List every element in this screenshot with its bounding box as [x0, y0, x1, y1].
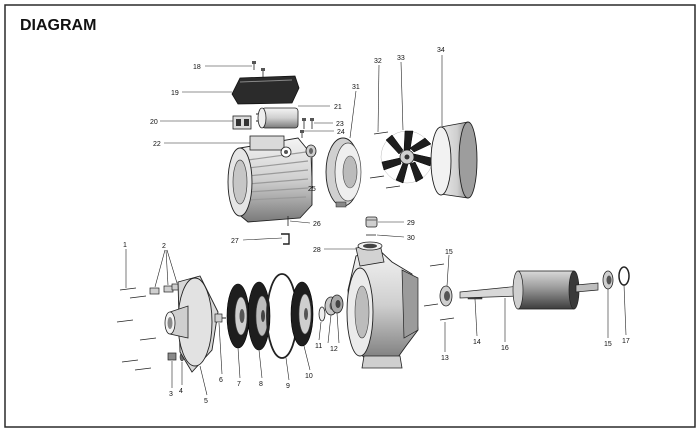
- leader-lines: [125, 55, 627, 396]
- callout-30: 30: [407, 235, 415, 242]
- pump-casing: [346, 241, 419, 369]
- fan-cover: [430, 121, 478, 199]
- callout-27: 27: [231, 238, 239, 245]
- callout-15b: 15: [604, 341, 612, 348]
- callout-15a: 15: [445, 249, 453, 256]
- callout-29: 29: [407, 220, 415, 227]
- rear-end-shield: [325, 137, 362, 208]
- callout-24: 24: [337, 129, 345, 136]
- callout-1: 1: [123, 242, 127, 249]
- terminal-box-screws: [252, 61, 265, 77]
- callout-33: 33: [397, 55, 405, 62]
- mounting-bolts: [116, 287, 157, 371]
- callout-18: 18: [193, 64, 201, 71]
- callout-13: 13: [441, 355, 449, 362]
- motor-housing: [227, 135, 313, 223]
- callout-14: 14: [473, 339, 481, 346]
- diagram-title: DIAGRAM: [20, 17, 96, 34]
- callout-26: 26: [313, 221, 321, 228]
- diffuser-plate: [247, 281, 271, 351]
- callout-25: 25: [308, 186, 316, 193]
- page-border: [4, 4, 696, 428]
- cable-clip: [281, 233, 290, 245]
- rotor-shaft: [459, 270, 599, 310]
- rear-bearing: [602, 270, 614, 290]
- callout-3: 3: [169, 391, 173, 398]
- front-bearing: [439, 285, 453, 307]
- cooling-fan: [380, 130, 434, 184]
- callout-12: 12: [330, 346, 338, 353]
- callout-19: 19: [171, 90, 179, 97]
- callout-6: 6: [219, 377, 223, 384]
- cable-gland: [305, 144, 317, 158]
- callout-8: 8: [259, 381, 263, 388]
- callout-16: 16: [501, 345, 509, 352]
- capacitor: [256, 107, 299, 129]
- capacitor-screws: [300, 118, 314, 138]
- callout-9: 9: [286, 383, 290, 390]
- terminal-box-cover: [231, 75, 300, 105]
- callout-23: 23: [336, 121, 344, 128]
- callout-5: 5: [204, 398, 208, 405]
- callout-17: 17: [622, 338, 630, 345]
- mechanical-seal: [324, 294, 344, 316]
- callout-4: 4: [179, 388, 183, 395]
- callout-31: 31: [352, 84, 360, 91]
- callout-28: 28: [313, 247, 321, 254]
- callout-10: 10: [305, 373, 313, 380]
- casing-bolts: [423, 263, 455, 321]
- callout-20: 20: [150, 119, 158, 126]
- callout-numbers: 1 2 3 4 5 6 7 8 9 10 11 12 13 14 15 15 1…: [123, 47, 630, 405]
- terminal-block: [232, 115, 252, 130]
- pump-front-cover: [164, 275, 219, 373]
- seal-spacer: [318, 306, 326, 322]
- seal-plate: [290, 281, 314, 347]
- hex-nut: [167, 352, 177, 361]
- callout-11: 11: [315, 343, 322, 350]
- callout-22: 22: [153, 141, 161, 148]
- impeller-nut: [214, 313, 226, 323]
- callout-32: 32: [374, 58, 382, 65]
- callout-34: 34: [437, 47, 445, 54]
- priming-plug: [365, 216, 378, 228]
- through-bolts: [369, 131, 401, 189]
- impeller: [226, 283, 250, 349]
- callout-7: 7: [237, 381, 241, 388]
- callout-2: 2: [162, 243, 166, 250]
- callout-21: 21: [334, 104, 342, 111]
